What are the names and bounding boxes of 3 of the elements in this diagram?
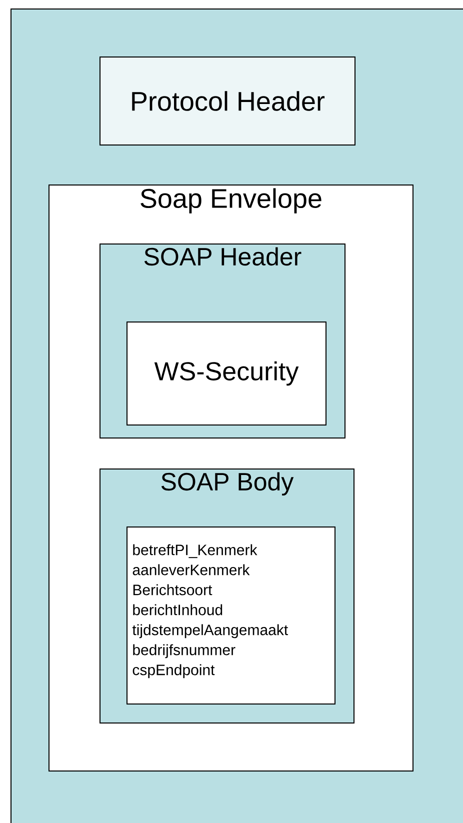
field-list-box: betreftPI_Kenmerk aanleverKenmerk Berichtsoort berichtInhoud tijdstempelAangemaakt bedrijfsnummer cspEndpoint: [126, 526, 336, 704]
content-box: WS-Security: [126, 322, 326, 426]
header-box: Protocol Header: [100, 56, 356, 146]
